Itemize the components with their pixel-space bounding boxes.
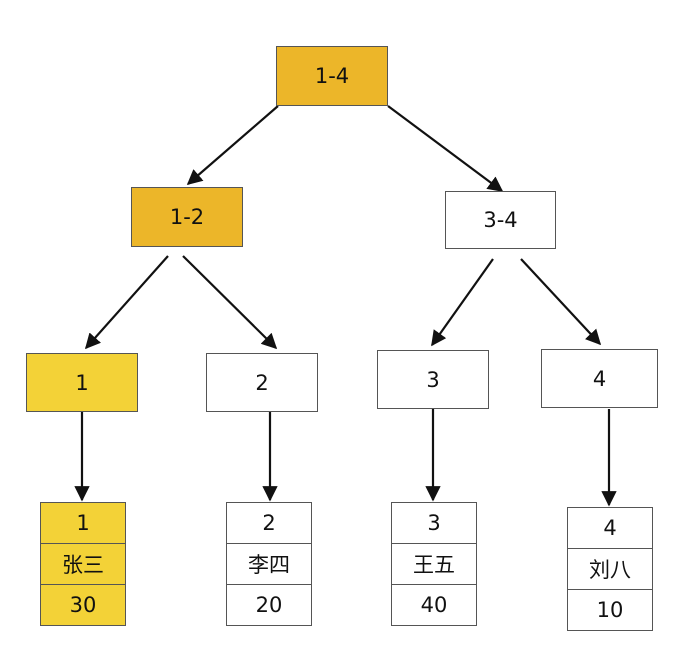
record-name-cell: 王五 xyxy=(392,544,476,585)
record-id-cell: 2 xyxy=(227,503,311,544)
tree-leaf-label: 2 xyxy=(255,370,269,395)
tree-leaf-2: 2 xyxy=(206,353,318,412)
record-name-cell: 张三 xyxy=(41,544,125,585)
record-value-cell: 30 xyxy=(69,593,97,617)
tree-leaf-4: 4 xyxy=(541,349,658,408)
tree-leaf-label: 3 xyxy=(426,367,440,392)
tree-node-label: 3-4 xyxy=(483,208,518,232)
record-3: 3 王五 40 xyxy=(391,502,477,626)
edge-right-to-leaf-3 xyxy=(431,258,494,347)
tree-leaf-1: 1 xyxy=(26,353,138,412)
tree-node-label: 1-2 xyxy=(169,205,205,229)
tree-leaf-label: 4 xyxy=(592,366,607,391)
tree-leaf-3: 3 xyxy=(377,350,489,409)
record-4: 4 刘八 10 xyxy=(567,507,653,631)
tree-leaf-label: 1 xyxy=(75,370,89,395)
edge-root-to-left xyxy=(186,105,279,186)
edge-right-to-leaf-4 xyxy=(520,258,602,346)
record-value-cell: 20 xyxy=(255,593,283,617)
tree-node-label: 1-4 xyxy=(314,64,350,88)
record-id-cell: 4 xyxy=(568,508,652,549)
record-value-cell: 10 xyxy=(596,598,624,622)
record-2: 2 李四 20 xyxy=(226,502,312,626)
record-1: 1 张三 30 xyxy=(40,502,126,626)
edge-left-to-leaf-1 xyxy=(84,255,169,350)
tree-node-root: 1-4 xyxy=(276,46,388,106)
record-value-cell: 40 xyxy=(420,593,448,617)
record-id-cell: 1 xyxy=(41,503,125,544)
record-name-cell: 刘八 xyxy=(568,549,652,590)
tree-node-right-branch: 3-4 xyxy=(445,191,556,249)
record-id-cell: 3 xyxy=(392,503,476,544)
record-name-cell: 李四 xyxy=(227,544,311,585)
edge-left-to-leaf-2 xyxy=(182,255,278,350)
tree-node-left-branch: 1-2 xyxy=(131,187,243,247)
edge-root-to-right xyxy=(387,105,504,192)
